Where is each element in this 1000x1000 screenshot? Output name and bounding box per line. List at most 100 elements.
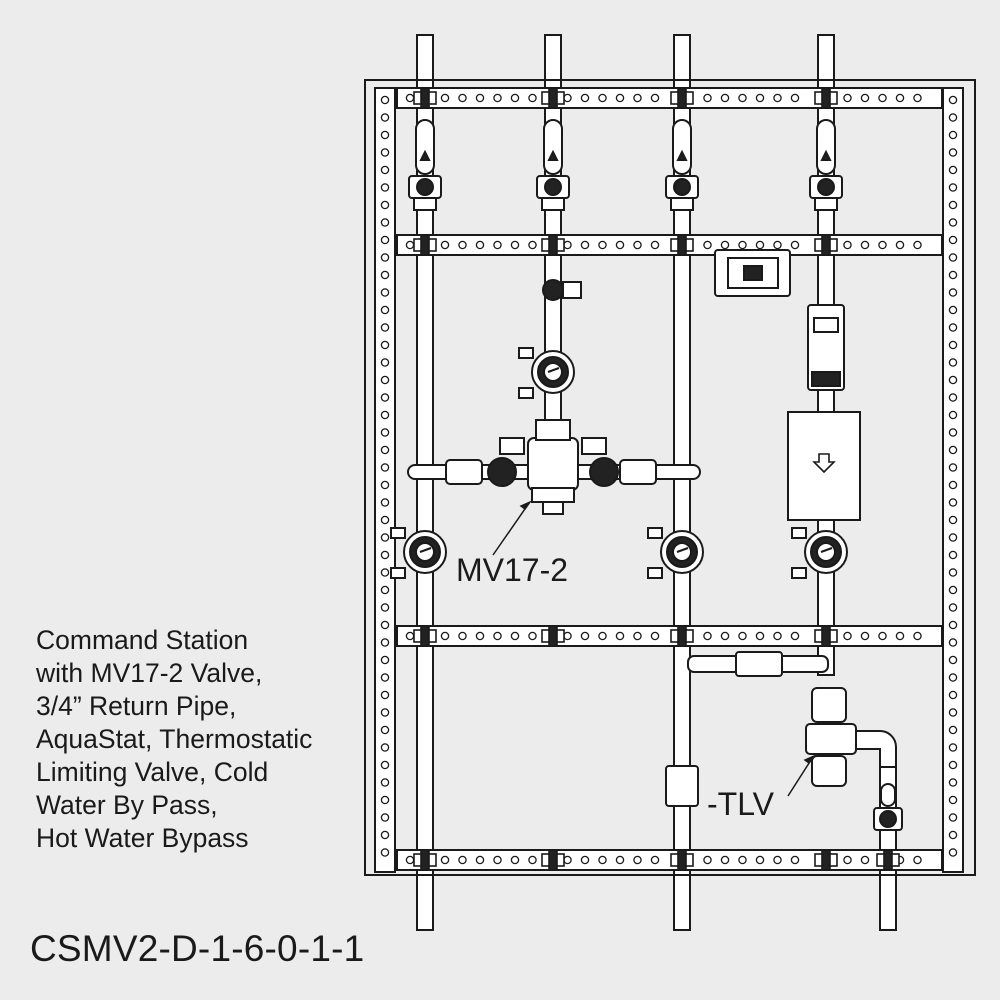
rail-hole [948, 480, 958, 490]
pipe-vertical-1 [416, 34, 434, 931]
rail-hole [380, 690, 390, 700]
description-line: 3/4” Return Pipe, [36, 691, 237, 721]
rail-hole [948, 95, 958, 105]
pipe-clamp-bolt [548, 625, 558, 647]
leader-tlv-arrowhead [803, 754, 817, 765]
flow-indicator-base [811, 371, 841, 387]
rail-hole [948, 183, 958, 192]
aquastat-box [714, 249, 791, 297]
rail-hole [948, 445, 958, 455]
rail-hole [895, 240, 905, 250]
rail-hole [380, 445, 390, 455]
rail-hole [948, 638, 958, 647]
rail-hole [380, 673, 390, 682]
rail-hole [380, 165, 390, 175]
rail-hole [440, 93, 450, 103]
rail-hole [580, 93, 590, 103]
callout-tlv: -TLV [707, 786, 775, 822]
rail-hole [895, 93, 905, 103]
rail-hole [948, 270, 958, 280]
gauge-dial [415, 542, 435, 562]
rail-hole [650, 631, 660, 641]
valve-handle-arrow [419, 149, 431, 161]
return-control-assembly [787, 304, 861, 521]
rail-hole [948, 410, 958, 420]
rail-hole [948, 498, 958, 507]
rail-hole [440, 855, 450, 865]
ball-valve [873, 783, 903, 831]
gauge-needle [547, 367, 560, 373]
rail-hole [703, 631, 712, 641]
gauge-port [390, 567, 406, 579]
rail-hole [913, 240, 922, 250]
rail-hole [380, 620, 390, 630]
rail-hole [843, 855, 852, 865]
rail-hole [948, 130, 958, 140]
rail-hole [458, 240, 467, 250]
rail-hole [773, 631, 782, 641]
rail-hole [615, 855, 625, 865]
rail-hole [948, 235, 958, 245]
gauge [647, 527, 704, 579]
rail-bottom [396, 849, 943, 871]
model-number: CSMV2-D-1-6-0-1-1 [30, 928, 365, 969]
rail-hole [380, 130, 390, 140]
rail-hole [380, 463, 390, 472]
rail-holes [380, 93, 958, 865]
rail-hole [380, 200, 390, 210]
gauge-needle [820, 547, 833, 553]
rail-hole [380, 708, 390, 717]
rail-hole [580, 631, 590, 641]
pipe-clamp-bolt [821, 849, 831, 871]
rail-hole [948, 375, 958, 385]
mixing-valve-mv17-2 [407, 419, 701, 515]
pipe-vertical-3 [673, 34, 691, 931]
leader-mv17-2-arrowhead [519, 500, 533, 511]
rail-hole [703, 240, 712, 250]
rail-hole [458, 855, 467, 865]
callout-mv17-2: MV17-2 [456, 552, 568, 588]
bypass-and-tlv [665, 651, 897, 807]
rail-hole [633, 631, 642, 641]
rail-hole [948, 340, 958, 350]
callout-leaders [492, 500, 817, 797]
rail-hole [790, 93, 800, 103]
ball-valve [536, 119, 570, 211]
rail-hole [598, 240, 607, 250]
bottom-valve-union [665, 765, 699, 807]
rail-hole [380, 585, 390, 595]
rail-hole [380, 358, 390, 367]
pipe-clamp-bolt [420, 234, 430, 256]
rail-hole [948, 568, 958, 577]
rail-hole [380, 393, 390, 402]
rail-hole [720, 240, 730, 250]
flow-indicator-window [813, 317, 839, 333]
gauge [518, 347, 575, 399]
rail-hole [563, 93, 572, 103]
rail-hole [878, 240, 887, 250]
rail-hole [913, 855, 922, 865]
rail-hole [755, 93, 765, 103]
rail-hole [720, 93, 730, 103]
rail-hole [895, 631, 905, 641]
rail-hole [598, 855, 607, 865]
rail-hole [633, 93, 642, 103]
rail-hole [948, 113, 958, 122]
strainer-fitting [542, 279, 582, 301]
description-line: Limiting Valve, Cold [36, 757, 269, 787]
valve-nut [541, 197, 565, 211]
rail-hole [703, 855, 712, 865]
rail-hole [615, 93, 625, 103]
rail-hole [650, 240, 660, 250]
rail-hole [738, 855, 747, 865]
rail-top [396, 87, 943, 109]
rail-hole [948, 463, 958, 472]
valve-nut [670, 197, 694, 211]
valve-handle [543, 119, 563, 175]
rail-hole [948, 550, 958, 560]
pipe-clamp-bolt [420, 849, 430, 871]
rail-hole [580, 240, 590, 250]
rail-hole [380, 428, 390, 437]
rail-hole [380, 655, 390, 665]
rail-hole [380, 550, 390, 560]
